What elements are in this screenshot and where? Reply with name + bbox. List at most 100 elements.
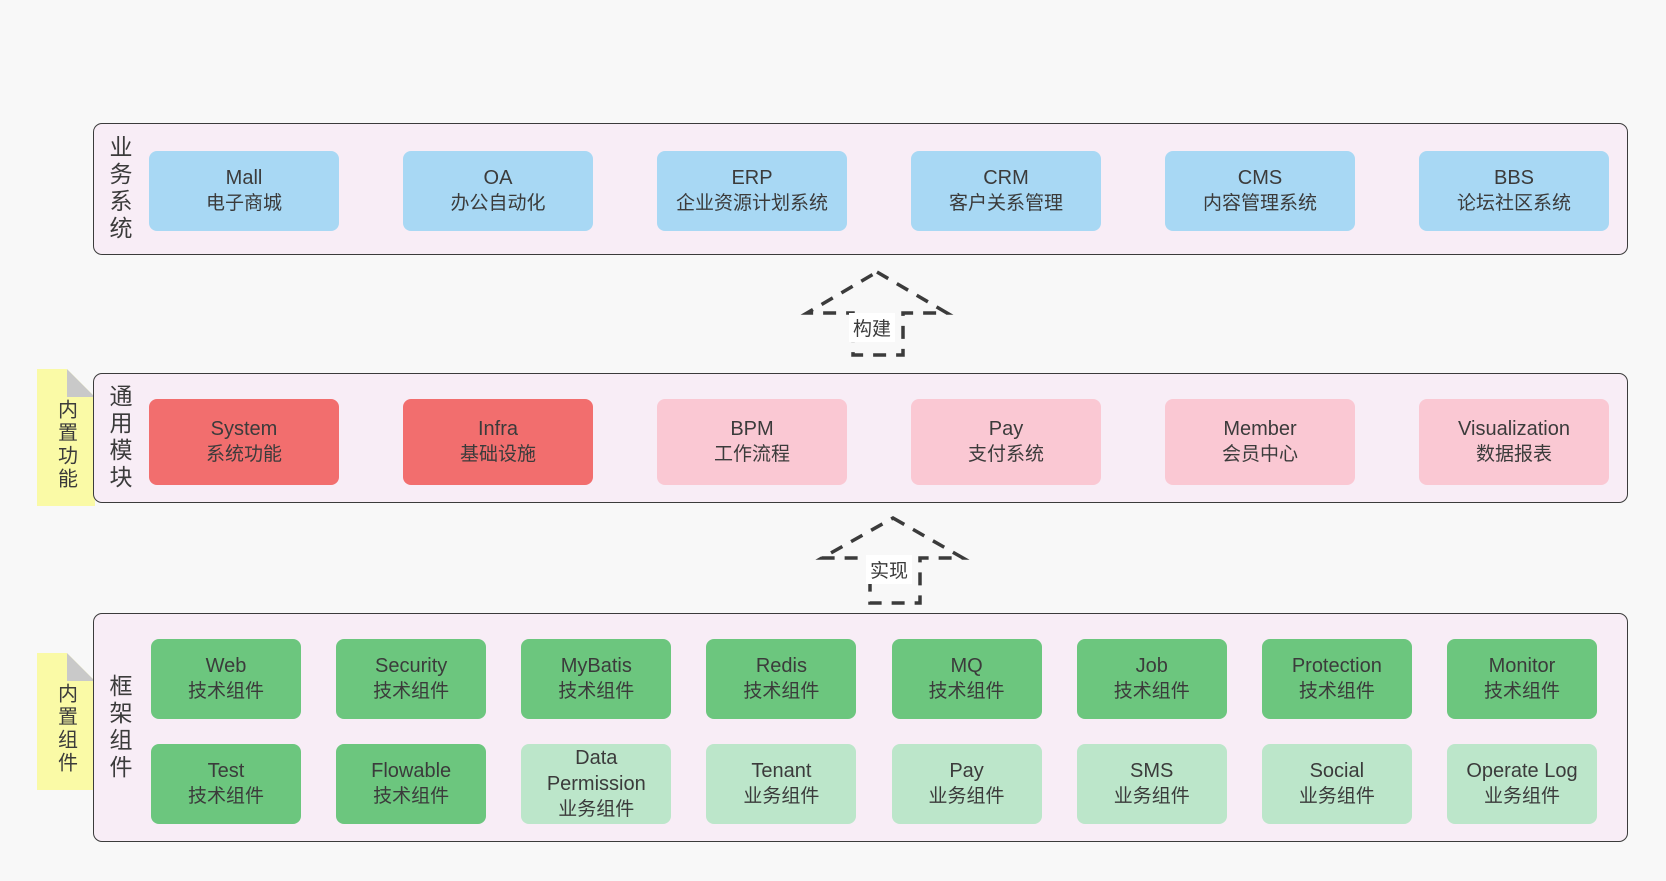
box-name: OA (483, 167, 513, 189)
layer-label-business: 业务系统 (106, 135, 132, 243)
box-tenant: Tenant 业务组件 (706, 744, 857, 824)
box-subtitle: 技术组件 (1298, 681, 1375, 702)
box-subtitle: 技术组件 (373, 786, 450, 807)
box-job: Job 技术组件 (1076, 639, 1227, 719)
build-arrow-label: 构建 (849, 313, 896, 342)
box-subtitle: 客户关系管理 (948, 193, 1063, 214)
box-name: Visualization (1458, 418, 1570, 440)
box-subtitle: 业务组件 (743, 786, 820, 807)
components-row-2: Test 技术组件 Flowable 技术组件 Data Permission … (151, 744, 1597, 824)
box-name: Tenant (751, 760, 812, 782)
box-name: CRM (983, 167, 1029, 189)
note-text: 内置功能 (54, 398, 77, 491)
box-subtitle: 技术组件 (187, 786, 264, 807)
box-subtitle: 业务组件 (928, 786, 1005, 807)
implement-arrow-label: 实现 (866, 555, 913, 584)
up-arrow-icon (800, 269, 954, 357)
box-name: Protection (1291, 655, 1382, 677)
box-member: Member 会员中心 (1165, 399, 1355, 485)
box-name: MQ (950, 655, 983, 677)
box-subtitle: 业务组件 (1298, 786, 1375, 807)
box-subtitle: 办公自动化 (450, 193, 546, 214)
box-subtitle: 会员中心 (1221, 444, 1298, 465)
box-subtitle: 技术组件 (558, 681, 635, 702)
box-bpm: BPM 工作流程 (657, 399, 847, 485)
box-visualization: Visualization 数据报表 (1419, 399, 1609, 485)
box-test: Test 技术组件 (151, 744, 301, 824)
box-security: Security 技术组件 (336, 639, 487, 719)
box-name: Monitor (1488, 655, 1556, 677)
box-bbs: BBS 论坛社区系统 (1419, 151, 1609, 231)
box-sms: SMS 业务组件 (1076, 744, 1227, 824)
box-name: SMS (1130, 760, 1174, 782)
box-name: Mall (225, 167, 263, 189)
modules-boxes-row: System 系统功能 Infra 基础设施 BPM 工作流程 Pay 支付系统… (149, 399, 1609, 485)
box-crm: CRM 客户关系管理 (911, 151, 1101, 231)
box-pay-component: Pay 业务组件 (891, 744, 1042, 824)
box-subtitle: 技术组件 (187, 681, 264, 702)
box-subtitle: 数据报表 (1475, 444, 1552, 465)
box-subtitle: 工作流程 (713, 444, 790, 465)
build-arrow: 构建 (800, 268, 955, 360)
box-mq: MQ 技术组件 (891, 639, 1042, 719)
sticky-note-built-in-components: 内置组件 (37, 653, 95, 790)
note-fold-icon (67, 653, 95, 681)
up-arrow-icon (815, 515, 970, 605)
box-subtitle: 技术组件 (1483, 681, 1560, 702)
box-subtitle: 技术组件 (743, 681, 820, 702)
business-systems-layer: 业务系统 Mall 电子商城 OA 办公自动化 ERP 企业资源计划系统 CRM… (93, 123, 1628, 255)
framework-components-layer: 框架组件 Web 技术组件 Security 技术组件 MyBatis 技术组件… (93, 613, 1628, 842)
box-name: BPM (730, 418, 774, 440)
box-name: Web (205, 655, 247, 677)
box-subtitle: 支付系统 (967, 444, 1044, 465)
box-data-permission: Data Permission 业务组件 (521, 744, 672, 824)
box-name: System (210, 418, 278, 440)
box-name: Operate Log (1466, 760, 1578, 782)
business-boxes-row: Mall 电子商城 OA 办公自动化 ERP 企业资源计划系统 CRM 客户关系… (149, 151, 1609, 231)
box-name: Security (375, 655, 448, 677)
box-name: Test (207, 760, 245, 782)
box-name: Infra (477, 418, 519, 440)
box-subtitle: 技术组件 (373, 681, 450, 702)
box-cms: CMS 内容管理系统 (1165, 151, 1355, 231)
box-name: Pay (949, 760, 984, 782)
box-mybatis: MyBatis 技术组件 (521, 639, 672, 719)
box-name: Flowable (371, 760, 452, 782)
layer-label-modules: 通用模块 (106, 384, 132, 492)
box-subtitle: 基础设施 (459, 444, 536, 465)
box-subtitle: 电子商城 (205, 193, 282, 214)
box-subtitle: 业务组件 (558, 799, 635, 820)
layer-label-components: 框架组件 (106, 673, 132, 782)
common-modules-layer: 通用模块 System 系统功能 Infra 基础设施 BPM 工作流程 Pay… (93, 373, 1628, 503)
box-name: BBS (1493, 167, 1535, 189)
box-subtitle: 论坛社区系统 (1456, 193, 1571, 214)
implement-arrow: 实现 (815, 512, 970, 607)
box-infra: Infra 基础设施 (403, 399, 593, 485)
box-name: Member (1223, 418, 1297, 440)
box-subtitle: 业务组件 (1483, 786, 1560, 807)
box-name: Data Permission (546, 747, 646, 795)
box-name: Social (1309, 760, 1365, 782)
box-name: CMS (1237, 167, 1283, 189)
box-redis: Redis 技术组件 (706, 639, 857, 719)
box-name: Job (1135, 655, 1168, 677)
box-subtitle: 企业资源计划系统 (675, 193, 828, 214)
box-oa: OA 办公自动化 (403, 151, 593, 231)
box-monitor: Monitor 技术组件 (1446, 639, 1597, 719)
box-subtitle: 业务组件 (1113, 786, 1190, 807)
box-subtitle: 技术组件 (1113, 681, 1190, 702)
sticky-note-built-in-features: 内置功能 (37, 369, 95, 506)
box-operate-log: Operate Log 业务组件 (1446, 744, 1597, 824)
box-social: Social 业务组件 (1261, 744, 1412, 824)
box-flowable: Flowable 技术组件 (336, 744, 487, 824)
box-subtitle: 技术组件 (928, 681, 1005, 702)
box-pay-module: Pay 支付系统 (911, 399, 1101, 485)
box-subtitle: 系统功能 (205, 444, 282, 465)
box-subtitle: 内容管理系统 (1202, 193, 1317, 214)
box-mall: Mall 电子商城 (149, 151, 339, 231)
note-text: 内置组件 (54, 682, 77, 775)
box-web: Web 技术组件 (151, 639, 301, 719)
box-name: Pay (988, 418, 1024, 440)
box-name: ERP (731, 167, 773, 189)
